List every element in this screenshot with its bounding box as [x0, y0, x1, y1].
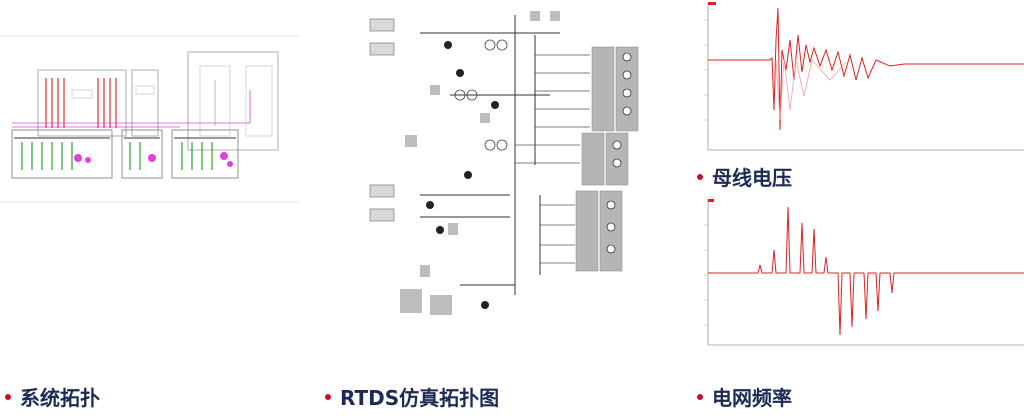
caption-grid-frequency: 电网频率 — [697, 382, 792, 411]
caption-text: 母线电压 — [712, 166, 792, 190]
caption-bus-voltage: 母线电压 — [697, 162, 792, 191]
bullet-icon — [697, 393, 703, 400]
bullet-icon — [5, 393, 11, 400]
system-topology-diagram — [0, 30, 300, 210]
caption-text: 系统拓扑 — [20, 386, 100, 410]
bullet-icon — [697, 173, 703, 180]
bullet-icon — [325, 393, 331, 400]
grid-frequency-chart — [700, 195, 1024, 350]
caption-system-topology: 系统拓扑 — [5, 382, 100, 411]
caption-text: RTDS仿真拓扑图 — [340, 386, 500, 410]
bus-voltage-chart — [700, 0, 1024, 155]
caption-text: 电网频率 — [712, 386, 792, 410]
caption-rtds-topology: RTDS仿真拓扑图 — [325, 382, 499, 411]
rtds-topology-diagram — [330, 5, 650, 320]
